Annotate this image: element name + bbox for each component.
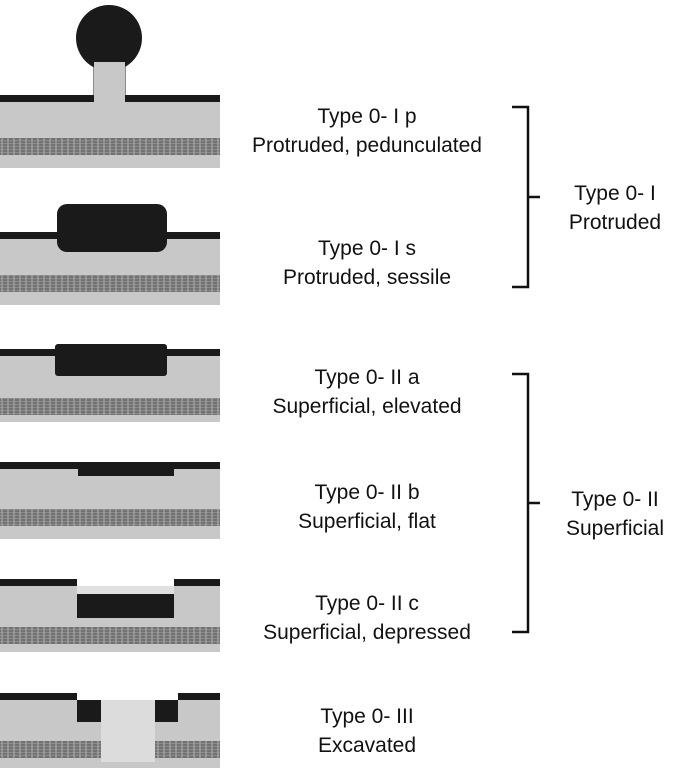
tissue-block-0-iii — [0, 693, 220, 768]
group-name: Protruded — [568, 211, 662, 234]
type-code: Type 0- III — [320, 705, 414, 728]
bracket-type-0-ii — [512, 372, 540, 634]
tissue-block-0-iia — [0, 344, 220, 422]
tissue-block-0-ip — [0, 5, 220, 168]
type-code: Type 0- II b — [314, 481, 420, 504]
type-code: Type 0- I p — [317, 105, 417, 128]
type-description: Protruded, pedunculated — [251, 134, 482, 157]
type-label-0-is: Type 0- I s Protruded, sessile — [222, 234, 512, 292]
group-name: Superficial — [565, 517, 665, 540]
bracket-type-0-i — [512, 105, 540, 289]
type-description: Superficial, depressed — [263, 621, 471, 644]
type-description: Excavated — [317, 734, 417, 757]
tissue-block-0-iib — [0, 462, 220, 539]
type-code: Type 0- II a — [314, 366, 420, 389]
type-description: Superficial, elevated — [272, 395, 462, 418]
group-label-type-0-i: Type 0- I Protruded — [545, 179, 685, 237]
group-label-type-0-ii: Type 0- II Superficial — [545, 485, 685, 543]
type-label-0-iic: Type 0- II c Superficial, depressed — [222, 589, 512, 647]
tissue-block-0-iic — [0, 579, 220, 652]
type-code: Type 0- II c — [315, 592, 419, 615]
type-label-0-iii: Type 0- III Excavated — [222, 702, 512, 760]
type-label-0-ip: Type 0- I p Protruded, pedunculated — [222, 102, 512, 160]
type-label-0-iia: Type 0- II a Superficial, elevated — [222, 363, 512, 421]
group-code: Type 0- I — [574, 182, 656, 205]
type-description: Protruded, sessile — [282, 266, 452, 289]
tissue-block-0-is — [0, 204, 220, 305]
type-label-0-iib: Type 0- II b Superficial, flat — [222, 478, 512, 536]
type-description: Superficial, flat — [298, 510, 436, 533]
group-code: Type 0- II — [571, 488, 659, 511]
type-code: Type 0- I s — [317, 237, 417, 260]
